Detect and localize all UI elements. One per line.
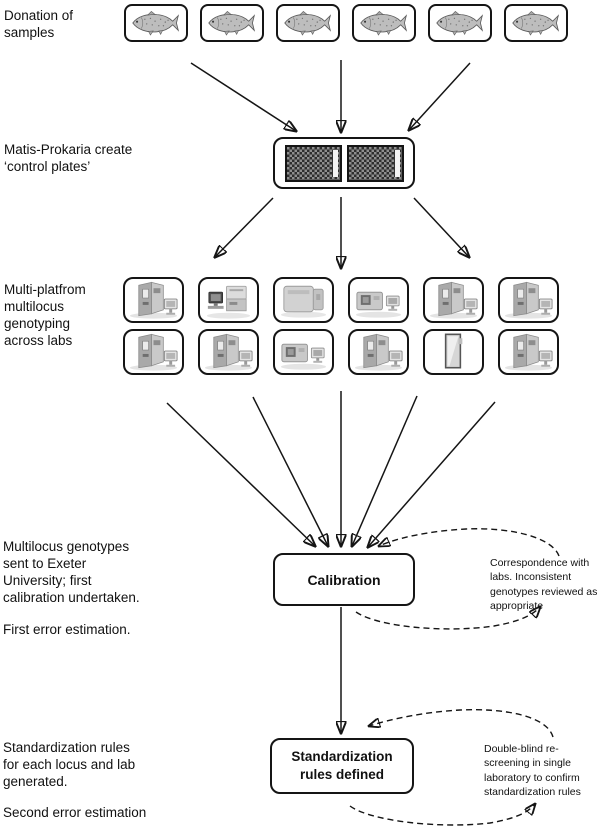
- sequencer-tower-icon: [129, 281, 178, 319]
- equipment-box: [198, 329, 259, 375]
- sequencer-tower-icon: [129, 333, 178, 371]
- stage-label-standardization: Standardization rules for each locus and…: [3, 740, 136, 790]
- arrow-labs-to-calibration-4: [352, 395, 418, 546]
- plate-label-strip: [331, 149, 338, 177]
- sample-box: [124, 4, 188, 42]
- equipment-box: [498, 277, 559, 323]
- arrow-labs-to-calibration-2: [252, 396, 328, 546]
- stage-label-donation: Donation of samples: [4, 8, 74, 41]
- standardization-rules-box: Standardization rules defined: [270, 738, 414, 794]
- equipment-box: [348, 277, 409, 323]
- fish-icon: [132, 11, 180, 36]
- microplate-icon: [284, 144, 342, 182]
- sequencer-tower-icon: [429, 281, 478, 319]
- stage-label-calibration: Multilocus genotypes sent to Exeter Univ…: [3, 539, 140, 606]
- fish-icon: [512, 11, 560, 36]
- equipment-box: [423, 277, 484, 323]
- sample-box: [200, 4, 264, 42]
- equipment-row-1: [123, 277, 559, 323]
- arrow-samples-to-plates-left: [190, 62, 296, 131]
- sequencer-tower-icon: [204, 333, 253, 371]
- bench-analyzer-icon: [280, 343, 327, 370]
- dashed-loop-correspondence-in: [379, 528, 560, 557]
- note-double-blind: Double-blind re- screening in single lab…: [484, 743, 581, 798]
- equipment-box: [273, 277, 334, 323]
- console-printer-icon: [206, 285, 251, 319]
- equipment-box: [273, 329, 334, 375]
- arrow-plates-to-labs-left: [215, 197, 274, 257]
- sample-box: [352, 4, 416, 42]
- calibration-box: Calibration: [273, 553, 415, 606]
- dashed-loop-double-blind-out: [349, 804, 535, 826]
- bench-analyzer-icon: [355, 291, 402, 318]
- equipment-box: [423, 329, 484, 375]
- stage-label-first-error: First error estimation.: [3, 622, 131, 637]
- fish-icon: [208, 11, 256, 36]
- arrow-plates-to-labs-right: [413, 197, 469, 257]
- sequencer-tower-icon: [504, 281, 553, 319]
- arrow-labs-to-calibration-5: [368, 401, 496, 547]
- arrow-labs-to-calibration-1: [166, 402, 315, 546]
- arrow-samples-to-plates-right: [409, 62, 471, 130]
- stage-label-control-plates: Matis-Prokaria create ‘control plates’: [4, 142, 133, 175]
- fish-icon: [284, 11, 332, 36]
- microplate-icon: [346, 144, 404, 182]
- gel-plate-icon: [444, 333, 463, 369]
- fish-icon: [436, 11, 484, 36]
- sample-box: [276, 4, 340, 42]
- sequencer-tower-icon: [354, 333, 403, 371]
- note-correspondence: Correspondence with labs. Inconsistent g…: [490, 557, 598, 612]
- equipment-box: [123, 277, 184, 323]
- dashed-loop-double-blind-in: [369, 709, 554, 738]
- box-analyzer-icon: [280, 285, 327, 318]
- equipment-row-2: [123, 329, 559, 375]
- equipment-box: [123, 329, 184, 375]
- control-plates-box: [273, 137, 415, 189]
- sample-row: [124, 4, 568, 42]
- stage-label-second-error: Second error estimation: [3, 805, 147, 820]
- plate-label-strip: [393, 149, 400, 177]
- stage-label-genotyping: Multi-platfrom multilocus genotyping acr…: [4, 282, 86, 349]
- equipment-box: [498, 329, 559, 375]
- sample-box: [504, 4, 568, 42]
- sequencer-tower-icon: [504, 333, 553, 371]
- sample-box: [428, 4, 492, 42]
- equipment-box: [198, 277, 259, 323]
- fish-icon: [360, 11, 408, 36]
- equipment-box: [348, 329, 409, 375]
